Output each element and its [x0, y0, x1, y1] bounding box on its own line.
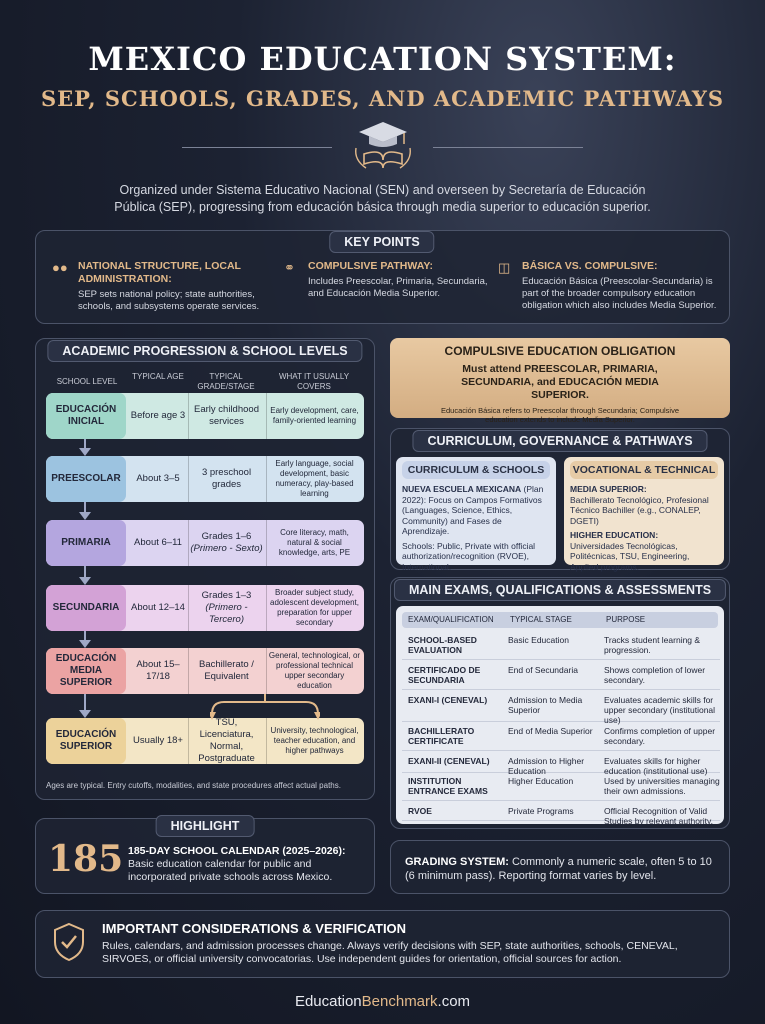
- progression-arrow-tip: [79, 448, 91, 456]
- highlight-text: Basic education calendar for public and …: [128, 858, 333, 883]
- level-age: About 6–11: [134, 537, 182, 548]
- level-row: PREESCOLAR About 3–5 3 preschool grades …: [46, 456, 364, 502]
- exam-row: CERTIFICADO DE SECUNDARIA End of Secunda…: [402, 662, 720, 690]
- page-title: MEXICO EDUCATION SYSTEM:: [88, 40, 677, 78]
- intro-text: Organized under Sistema Educativo Nacion…: [114, 183, 651, 214]
- exams-header-row: EXAM/QUALIFICATION TYPICAL STAGE PURPOSE: [402, 612, 718, 628]
- col-school-level: SCHOOL LEVEL: [56, 377, 118, 386]
- people-icon: ●●: [52, 260, 68, 275]
- link-icon: ⚭: [284, 260, 295, 275]
- col-grade-stage: TYPICAL GRADE/STAGE: [197, 372, 255, 391]
- level-name: EDUCACIÓN MEDIA SUPERIOR: [46, 648, 126, 694]
- vocational-card-title: VOCATIONAL & TECHNICAL: [570, 461, 718, 479]
- exam-row: INSTITUTION ENTRANCE EXAMS Higher Educat…: [402, 773, 720, 801]
- level-row: SECUNDARIA About 12–14 Grades 1–3(Primer…: [46, 585, 364, 631]
- level-covers: Broader subject study, adolescent develo…: [266, 585, 362, 631]
- considerations-text: Rules, calendars, and admission processe…: [102, 940, 678, 965]
- curriculum-card: CURRICULUM & SCHOOLS NUEVA ESCUELA MEXIC…: [396, 457, 556, 572]
- progression-arrow: [84, 694, 86, 710]
- exam-row: BACHILLERATO CERTIFICATE End of Media Su…: [402, 723, 720, 751]
- compulsory-box: COMPULSIVE EDUCATION OBLIGATION Must att…: [390, 338, 730, 424]
- grading-panel: GRADING SYSTEM: Commonly a numeric scale…: [390, 840, 730, 894]
- considerations-title: IMPORTANT CONSIDERATIONS & VERIFICATION: [102, 921, 407, 936]
- progression-arrow-tip: [79, 512, 91, 520]
- level-stage: Early childhood services: [188, 393, 264, 439]
- level-row: EDUCACIÓN SUPERIOR Usually 18+ TSU, Lice…: [46, 717, 364, 764]
- level-covers: Core literacy, math, natural & social kn…: [266, 520, 362, 566]
- level-age: Usually 18+: [133, 735, 183, 746]
- books-icon: ◫: [498, 260, 511, 275]
- curriculum-card-title: CURRICULUM & SCHOOLS: [402, 461, 550, 479]
- level-stage: Bachillerato / Equivalent: [188, 648, 264, 694]
- level-stage: Grades 1–6(Primero - Sexto): [188, 520, 264, 566]
- level-stage: Grades 1–3(Primero - Tercero): [188, 585, 264, 631]
- level-name: EDUCACIÓN INICIAL: [46, 393, 126, 439]
- exams-heading: MAIN EXAMS, QUALIFICATIONS & ASSESSMENTS: [393, 579, 727, 601]
- highlight-number: 185: [48, 838, 124, 880]
- level-age: About 12–14: [131, 602, 185, 613]
- compulsory-main: Must attend PREESCOLAR, PRIMARIA, SECUND…: [461, 363, 659, 401]
- branch-bracket: [208, 694, 322, 720]
- progression-arrow: [84, 631, 86, 640]
- level-stage: 3 preschool grades: [188, 456, 264, 502]
- exam-row: EXANI-I (CENEVAL) Admission to Media Sup…: [402, 692, 720, 725]
- level-name: SECUNDARIA: [46, 585, 126, 631]
- compulsory-note: Educación Básica refers to Preescolar th…: [440, 406, 680, 424]
- divider-right: [433, 147, 583, 148]
- level-row: PRIMARIA About 6–11 Grades 1–6(Primero -…: [46, 520, 364, 566]
- col-covers: WHAT IT USUALLY COVERS: [278, 372, 350, 391]
- considerations-panel: [35, 910, 730, 978]
- grading-label: GRADING SYSTEM:: [405, 856, 509, 868]
- exam-row: RVOE Private Programs Official Recogniti…: [402, 803, 720, 826]
- level-covers: University, technological, teacher educa…: [266, 718, 362, 764]
- level-row: EDUCACIÓN MEDIA SUPERIOR About 15–17/18 …: [46, 648, 364, 694]
- progression-arrow: [84, 502, 86, 512]
- progression-footnote: Ages are typical. Entry cutoffs, modalit…: [46, 781, 341, 790]
- key-point-3: ◫ BÁSICA VS. COMPULSIVE: Educación Básic…: [498, 260, 717, 311]
- page-subtitle: SEP, SCHOOLS, GRADES, AND ACADEMIC PATHW…: [40, 86, 725, 111]
- col-typical-age: TYPICAL AGE: [132, 372, 184, 381]
- progression-heading: ACADEMIC PROGRESSION & SCHOOL LEVELS: [47, 340, 363, 362]
- exam-row: EXANI-II (CENEVAL) Admission to Higher E…: [402, 753, 720, 776]
- level-age: Before age 3: [130, 410, 186, 421]
- level-row: EDUCACIÓN INICIAL Before age 3 Early chi…: [46, 393, 364, 439]
- divider-left: [182, 147, 332, 148]
- grading-text: Commonly a numeric scale, often 5 to 10 …: [405, 856, 712, 882]
- shield-check-icon: [52, 922, 86, 962]
- level-age: About 3–5: [136, 473, 180, 484]
- level-covers: Early development, care, family-oriented…: [266, 393, 362, 439]
- highlight-title: 185-DAY SCHOOL CALENDAR (2025–2026):: [128, 845, 346, 857]
- level-stage: TSU, Licenciatura, Normal, Postgraduate: [188, 717, 264, 764]
- level-name: PREESCOLAR: [46, 456, 126, 502]
- level-covers: Early language, social development, basi…: [266, 456, 362, 502]
- highlight-heading: HIGHLIGHT: [155, 815, 255, 837]
- graduation-cap-icon: [352, 118, 414, 172]
- key-point-2: ⚭ COMPULSIVE PATHWAY: Includes Preescola…: [284, 260, 488, 299]
- level-age: About 15–17/18: [136, 659, 180, 682]
- progression-arrow-tip: [79, 640, 91, 648]
- progression-arrow: [84, 439, 86, 448]
- key-points-heading: KEY POINTS: [329, 231, 435, 253]
- vocational-card: VOCATIONAL & TECHNICAL MEDIA SUPERIOR: B…: [564, 457, 724, 572]
- level-name: PRIMARIA: [46, 520, 126, 566]
- progression-arrow-tip: [79, 710, 91, 718]
- curriculum-heading: CURRICULUM, GOVERNANCE & PATHWAYS: [412, 430, 708, 452]
- compulsory-heading: COMPULSIVE EDUCATION OBLIGATION: [444, 344, 676, 358]
- level-name: EDUCACIÓN SUPERIOR: [46, 718, 126, 764]
- exams-table: [396, 606, 724, 824]
- level-covers: General, technological, or professional …: [266, 648, 362, 694]
- brand-footer[interactable]: EducationBenchmark.com: [294, 993, 471, 1010]
- key-point-1: ●● NATIONAL STRUCTURE, LOCAL ADMINISTRAT…: [52, 260, 260, 312]
- progression-arrow: [84, 566, 86, 577]
- exam-row: SCHOOL-BASED EVALUATION Basic Education …: [402, 632, 720, 660]
- progression-arrow-tip: [79, 577, 91, 585]
